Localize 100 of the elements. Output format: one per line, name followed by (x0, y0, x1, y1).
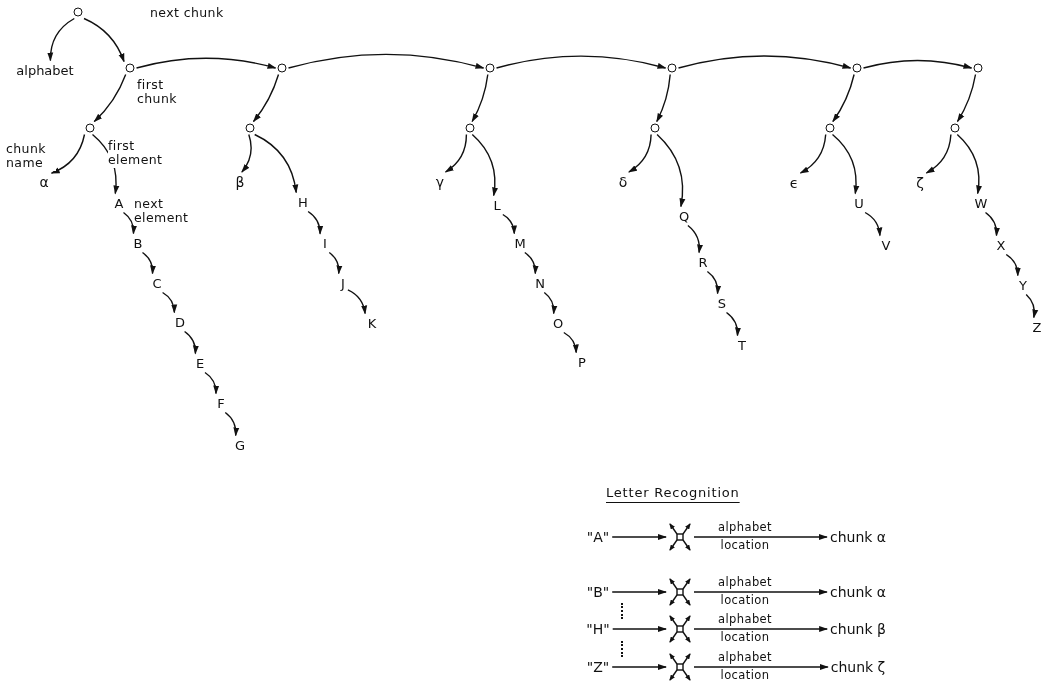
arrow (693, 626, 829, 632)
arrow (612, 626, 667, 632)
arrow (611, 664, 667, 670)
node-circle (277, 63, 287, 73)
arrow (93, 73, 127, 123)
node-label: B (132, 235, 144, 251)
arrow (495, 55, 667, 69)
junction-symbol (668, 523, 692, 551)
arrow (252, 73, 280, 123)
node-label: "B" (585, 584, 611, 600)
node-label: "H" (585, 621, 611, 637)
arrow (862, 59, 973, 69)
arrow (831, 133, 860, 195)
arrow (611, 534, 667, 540)
node-label: M (513, 235, 527, 251)
node-label: H (297, 194, 309, 210)
node-label: G (233, 437, 247, 453)
arrow (241, 133, 252, 173)
node-label: K (366, 315, 378, 331)
arrow (628, 133, 652, 173)
node-label: α (38, 174, 50, 190)
arrow (524, 251, 539, 275)
node-label: A (113, 195, 125, 211)
arrow (693, 589, 828, 595)
node-label: D (174, 314, 186, 330)
junction-symbol (668, 653, 692, 681)
arrow (204, 371, 219, 395)
arrow (611, 589, 667, 595)
arrow (693, 534, 828, 540)
arrow (656, 133, 686, 208)
panel-heading: Letter Recognition (606, 485, 740, 500)
node-circle (852, 63, 862, 73)
node-label: J (340, 275, 346, 291)
arrow (799, 133, 827, 174)
node-label: chunk α (828, 529, 888, 545)
node-label: C (151, 275, 163, 291)
arrow (563, 331, 579, 354)
node-label: "A" (585, 529, 611, 545)
arrow (1005, 253, 1021, 277)
node-label: ϵ (788, 175, 800, 191)
arrow (135, 57, 277, 69)
arrow (1025, 293, 1038, 319)
arrow (287, 53, 485, 69)
node-label: Q (677, 208, 691, 224)
node-label: chunk α (828, 584, 888, 600)
node-circle (667, 63, 677, 73)
node-label: N (534, 275, 546, 291)
node-label: L (492, 197, 502, 213)
junction-symbol (668, 615, 692, 643)
arrow (122, 211, 137, 235)
node-label: F (216, 395, 226, 411)
arrow (47, 17, 75, 62)
arrow (706, 270, 721, 295)
node-label: δ (617, 174, 629, 190)
arrow (925, 133, 952, 174)
node-label: U (853, 195, 865, 211)
node-label: chunk β (829, 621, 887, 637)
arrow (502, 213, 517, 235)
arrow (224, 411, 240, 437)
node-circle (125, 63, 135, 73)
arrow (161, 291, 177, 314)
node-label: β (234, 174, 246, 190)
arrow (328, 251, 343, 275)
node-label: R (697, 254, 709, 270)
arrow (254, 133, 298, 194)
arrow (444, 133, 468, 173)
node-label: I (322, 235, 328, 251)
arrow (307, 210, 323, 235)
arrow (832, 73, 855, 123)
node-label: V (880, 237, 892, 253)
arrow (141, 251, 156, 275)
node-label: Y (1018, 277, 1028, 293)
node-circle (485, 63, 495, 73)
node-label: Z (1031, 319, 1043, 335)
arrow (50, 133, 86, 174)
edge-label: chunk name (6, 142, 56, 171)
node-circle (650, 123, 660, 133)
node-circle (73, 7, 83, 17)
arrow (687, 224, 703, 254)
node-circle (465, 123, 475, 133)
arrow (725, 311, 741, 337)
arrow (183, 330, 199, 355)
arrow (956, 73, 977, 123)
node-label: ζ (915, 175, 925, 191)
arrow (693, 664, 829, 670)
arrow (864, 211, 883, 237)
node-label: "Z" (585, 659, 611, 675)
node-circle (950, 123, 960, 133)
node-label: alphabet (15, 62, 75, 78)
arrow (471, 133, 498, 197)
arrow (984, 211, 1000, 237)
node-circle (85, 123, 95, 133)
node-label: γ (434, 174, 446, 190)
arrow (471, 73, 489, 123)
node-circle (245, 123, 255, 133)
node-label: chunk ζ (829, 659, 887, 675)
node-circle (825, 123, 835, 133)
arrow (656, 73, 671, 123)
node-label: S (716, 295, 728, 311)
node-label: E (194, 355, 206, 371)
